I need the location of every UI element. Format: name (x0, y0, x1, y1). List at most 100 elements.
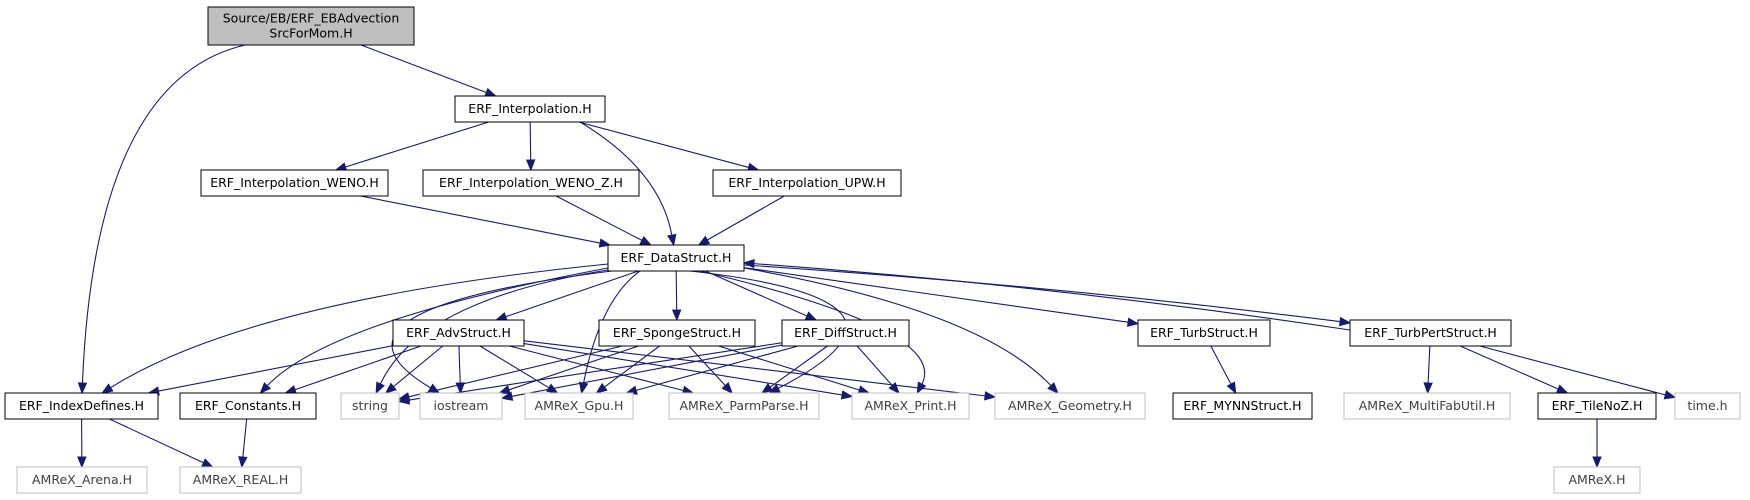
edge-turbpert-to-datastruct (742, 258, 1351, 331)
node-string[interactable]: string (340, 392, 400, 420)
edge-interp-to-datastruct (579, 121, 677, 247)
node-label: ERF_Interpolation_WENO.H (210, 175, 379, 190)
edge-advstruct-to-print (523, 343, 854, 400)
node-box (1172, 392, 1313, 420)
arrowhead (1423, 382, 1433, 395)
edge-line (379, 269, 609, 385)
node-box (419, 392, 503, 420)
edge-diff-to-parmparse (760, 345, 828, 394)
node-box (392, 319, 525, 347)
edge-line (1427, 345, 1431, 384)
node-diff[interactable]: ERF_DiffStruct.H (781, 319, 910, 347)
edge-interp-to-wenoz (525, 121, 536, 172)
edge-sponge-to-parmparse (688, 345, 733, 394)
edge-line (689, 270, 847, 389)
edge-line (294, 345, 422, 391)
edge-turbpert-to-timeh (1479, 345, 1677, 400)
node-gpu[interactable]: AMReX_Gpu.H (524, 392, 634, 420)
arrowhead (760, 383, 774, 394)
edge-weno-to-datastruct (360, 195, 612, 248)
edge-line (345, 121, 489, 168)
node-timeh[interactable]: time.h (1674, 392, 1741, 420)
edge-line (1459, 345, 1559, 390)
edge-line (508, 345, 639, 391)
node-label: ERF_DataStruct.H (621, 250, 732, 265)
edge-line (81, 44, 246, 384)
node-iostream[interactable]: iostream (419, 392, 503, 420)
edge-line (604, 345, 660, 388)
node-label: AMReX_ParmParse.H (679, 398, 808, 413)
node-box (781, 319, 910, 347)
edge-line (458, 345, 461, 384)
edge-diff-to-print (856, 345, 900, 395)
arrowhead (1126, 317, 1140, 327)
edge-line (579, 121, 673, 236)
arrowhead (667, 233, 677, 247)
edge-line (718, 345, 860, 391)
edge-line (856, 345, 893, 386)
node-box (1674, 392, 1741, 420)
node-upw[interactable]: ERF_Interpolation_UPW.H (712, 169, 902, 197)
node-print[interactable]: AMReX_Print.H (851, 392, 970, 420)
node-box (422, 169, 640, 197)
edge-line (109, 418, 204, 464)
node-geometry[interactable]: AMReX_Geometry.H (994, 392, 1146, 420)
edge-line (1210, 345, 1232, 385)
node-label: SrcForMom.H (269, 26, 352, 41)
node-tilenoz[interactable]: ERF_TileNoZ.H (1537, 392, 1657, 420)
edge-line (523, 343, 843, 396)
arrowhead (201, 458, 214, 468)
edge-indexdef-to-real (109, 418, 214, 468)
arrowhead (500, 391, 514, 401)
edge-line (743, 267, 1052, 387)
node-label: ERF_MYNNStruct.H (1183, 398, 1301, 413)
node-box (340, 392, 400, 420)
arrowhead (525, 159, 536, 172)
node-real[interactable]: AMReX_REAL.H (179, 466, 302, 494)
edge-line (408, 345, 623, 398)
edge-line (753, 263, 1351, 331)
node-datastruct[interactable]: ERF_DataStruct.H (607, 244, 745, 272)
node-mynn[interactable]: ERF_MYNNStruct.H (1172, 392, 1313, 420)
edge-line (408, 342, 783, 401)
node-parmparse[interactable]: AMReX_ParmParse.H (668, 392, 820, 420)
arrowhead (840, 390, 854, 400)
node-turbpert[interactable]: ERF_TurbPertStruct.H (1349, 319, 1512, 347)
node-multifab[interactable]: AMReX_MultiFabUtil.H (1343, 392, 1511, 420)
edge-line (705, 270, 808, 317)
node-weno[interactable]: ERF_Interpolation_WENO.H (200, 169, 389, 197)
node-box (1553, 466, 1641, 494)
node-interp[interactable]: ERF_Interpolation.H (454, 95, 606, 123)
edge-line (578, 121, 749, 168)
node-label: ERF_DiffStruct.H (794, 325, 897, 340)
node-constants[interactable]: ERF_Constants.H (179, 392, 317, 420)
edge-line (509, 345, 684, 392)
edge-advstruct-to-string (384, 345, 444, 394)
edge-root-to-indexdef (77, 44, 246, 395)
edge-diff-to-iostream (500, 344, 783, 401)
node-advstruct[interactable]: ERF_AdvStruct.H (392, 319, 525, 347)
edge-datastruct-to-turbpert (743, 264, 1352, 327)
edge-root-to-interp (360, 44, 497, 97)
node-sponge[interactable]: ERF_SpongeStruct.H (598, 319, 756, 347)
arrowhead (804, 311, 818, 321)
node-label: ERF_TurbPertStruct.H (1364, 325, 1497, 340)
node-amrex[interactable]: AMReX.H (1553, 466, 1641, 494)
node-arena[interactable]: AMReX_Arena.H (16, 466, 148, 494)
arrowhead (595, 382, 608, 394)
node-label: ERF_Interpolation.H (468, 101, 591, 116)
node-label: ERF_AdvStruct.H (406, 325, 511, 340)
edge-datastruct-to-string (375, 269, 609, 395)
node-indexdef[interactable]: ERF_IndexDefines.H (4, 392, 159, 420)
node-box (207, 6, 415, 46)
arrowhead (671, 309, 682, 322)
arrowhead (1338, 316, 1352, 327)
edge-line (743, 264, 1341, 323)
node-box (668, 392, 820, 420)
node-label: ERF_TurbStruct.H (1150, 325, 1258, 340)
node-wenoz[interactable]: ERF_Interpolation_WENO_Z.H (422, 169, 640, 197)
node-turb[interactable]: ERF_TurbStruct.H (1137, 319, 1271, 347)
edge-line (523, 340, 986, 397)
edge-line (360, 44, 487, 93)
